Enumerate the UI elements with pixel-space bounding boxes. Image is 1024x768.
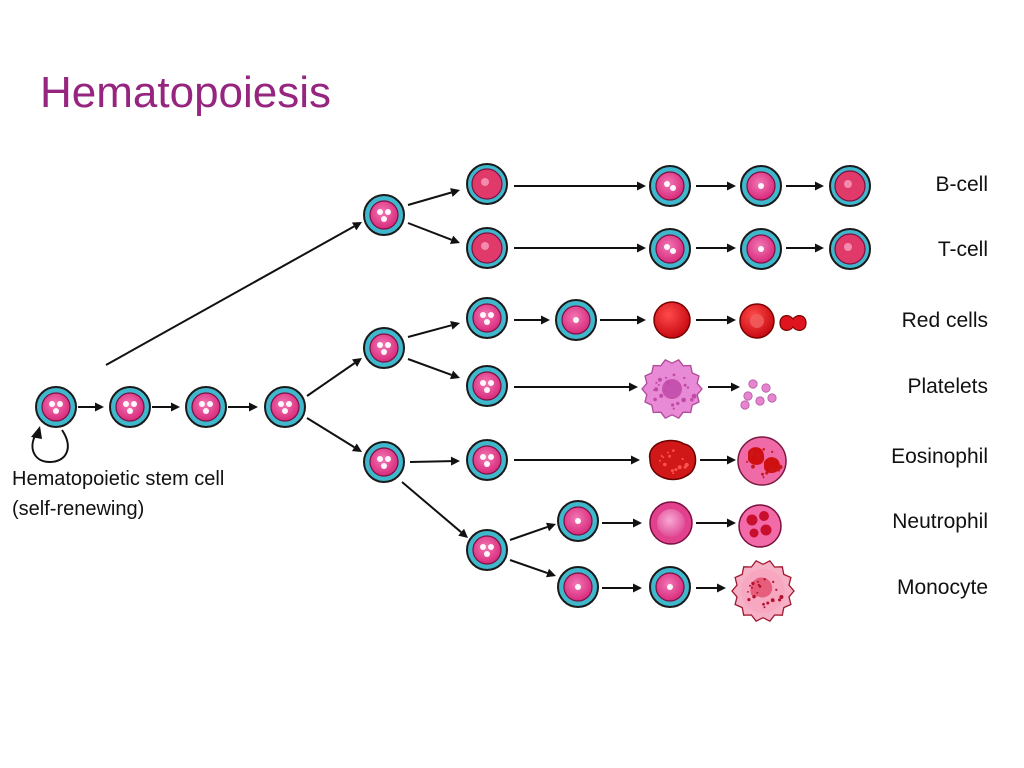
arrow-neutrophil-1	[602, 518, 642, 528]
erythrocyte	[739, 303, 775, 339]
arrow-monocyte-2	[696, 583, 726, 593]
arrow-to-megak-erythroid-progenitor	[306, 358, 362, 397]
arrow-to-gm-progenitor	[401, 481, 468, 538]
arrows-layer	[31, 181, 824, 593]
arrow-lymphoid-to-t-progenitor	[407, 222, 460, 244]
slide-title: Hematopoiesis	[40, 68, 332, 117]
arrow-progenitor-2-to-3	[228, 402, 258, 412]
stem-cell-label-line2: (self-renewing)	[12, 498, 145, 520]
erythroblast	[555, 299, 597, 341]
megakaryocyte	[641, 358, 703, 420]
lineage-label-t-cell: T-cell	[937, 238, 988, 261]
arrow-b-cell-2	[696, 181, 736, 191]
arrow-lymphoid-to-b-progenitor	[407, 188, 460, 206]
t-cell-mature	[829, 228, 871, 270]
granulocyte-monocyte-progenitor	[466, 529, 508, 571]
t-cell-stage-2	[740, 228, 782, 270]
promonocyte	[649, 566, 691, 608]
arrow-to-myeloid-progenitor	[306, 417, 362, 452]
stem-cell	[35, 386, 77, 428]
arrow-t-cell-2	[696, 243, 736, 253]
monocyte-progenitor	[557, 566, 599, 608]
arrow-t-cell-1	[514, 243, 646, 253]
arrow-red-1	[514, 315, 550, 325]
lineage-label-platelets: Platelets	[907, 375, 988, 398]
lineage-label-neutrophil: Neutrophil	[892, 510, 988, 533]
arrow-eosinophil-2	[700, 455, 736, 465]
b-cell-stage-1	[649, 165, 691, 207]
lineage-label-eosinophil: Eosinophil	[891, 445, 988, 468]
neutrophil-progenitor	[557, 500, 599, 542]
t-cell-stage-1	[649, 228, 691, 270]
b-cell-stage-2	[740, 165, 782, 207]
megakaryocyte-erythroid-progenitor	[363, 327, 405, 369]
eosinophil-progenitor	[466, 439, 508, 481]
erythroid-progenitor	[466, 297, 508, 339]
arrow-b-cell-3	[786, 181, 824, 191]
arrow-platelets-1	[514, 382, 638, 392]
arrow-red-3	[696, 315, 736, 325]
megakaryocyte-progenitor	[466, 365, 508, 407]
arrow-monocyte-1	[602, 583, 642, 593]
lymphoid-progenitor-cell	[363, 194, 405, 236]
lineage-label-b-cell: B-cell	[935, 173, 988, 196]
stem-cell-label-line1: Hematopoietic stem cell	[12, 468, 225, 490]
arrow-to-eosinophil-progenitor	[409, 456, 460, 466]
arrow-to-erythroid-progenitor	[407, 320, 460, 338]
reticulocyte	[653, 301, 691, 339]
eosinophil	[737, 436, 787, 486]
arrow-stem-to-progenitor-1	[78, 402, 104, 412]
lineage-label-monocyte: Monocyte	[896, 576, 988, 599]
arrow-t-cell-3	[786, 243, 824, 253]
arrow-platelets-2	[708, 382, 740, 392]
progenitor-cell-2	[185, 386, 227, 428]
myeloid-progenitor	[363, 441, 405, 483]
b-cell-mature	[829, 165, 871, 207]
eosinophil-myelocyte	[649, 439, 697, 481]
self-renewal-arrow	[31, 426, 69, 464]
neutrophil	[738, 504, 782, 548]
arrow-to-lymphoid-progenitor	[105, 222, 362, 366]
lineage-label-red-cells: Red cells	[901, 309, 988, 332]
t-cell-precursor	[466, 227, 508, 269]
arrow-to-megakaryocyte-progenitor	[407, 358, 460, 380]
arrow-neutrophil-2	[696, 518, 736, 528]
progenitor-cell-3	[264, 386, 306, 428]
monocyte	[731, 559, 795, 623]
progenitor-cell-1	[109, 386, 151, 428]
platelets	[740, 379, 777, 410]
arrow-b-cell-1	[514, 181, 646, 191]
arrow-to-neutrophil-progenitor	[509, 522, 556, 541]
erythrocyte-side-view	[779, 315, 807, 331]
arrow-red-2	[600, 315, 646, 325]
b-cell-precursor	[466, 163, 508, 205]
neutrophil-myelocyte	[649, 501, 693, 545]
arrow-eosinophil-1	[514, 455, 640, 465]
arrow-progenitor-1-to-2	[152, 402, 180, 412]
arrow-to-monocyte-progenitor	[509, 559, 556, 578]
cells-layer	[35, 163, 871, 623]
